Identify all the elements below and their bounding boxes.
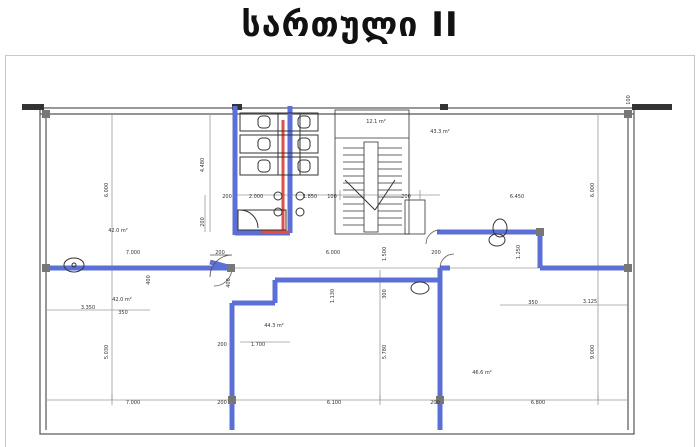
- dim-6000-v-left: 6.000: [104, 183, 110, 197]
- plumbing-riser: [262, 120, 290, 234]
- dim-200-c: 200: [215, 250, 225, 256]
- dim-1130: 1.130: [330, 289, 336, 303]
- dim-200-b: 200: [401, 194, 411, 200]
- dim-5030: 5.030: [104, 345, 110, 359]
- dim-5780: 5.780: [382, 345, 388, 359]
- plan-frame: [5, 55, 695, 447]
- dim-3350: 3.350: [81, 305, 95, 311]
- dim-7000-top: 7.000: [126, 250, 140, 256]
- dim-1500: 1.500: [382, 247, 388, 261]
- area-bottom-left: 42.0 m²: [112, 297, 132, 303]
- dim-1850: 1.850: [303, 194, 317, 200]
- toilet-block: [237, 112, 319, 231]
- dim-1250: 1.250: [516, 245, 522, 259]
- dim-3125: 3.125: [583, 299, 597, 305]
- dim-6000-v-right: 6.000: [590, 183, 596, 197]
- dim-100-right: 100: [626, 95, 632, 105]
- dim-100: 100: [327, 194, 337, 200]
- dim-2000: 2.000: [249, 194, 263, 200]
- dim-350: 350: [118, 310, 128, 316]
- area-bottom-right: 46.6 m²: [472, 370, 492, 376]
- dim-200-a: 200: [222, 194, 232, 200]
- area-center: 44.3 m²: [264, 323, 284, 329]
- dim-300: 300: [382, 289, 388, 299]
- dim-6000-mid: 6.000: [326, 250, 340, 256]
- area-stair: 12.1 m²: [366, 119, 386, 125]
- labels: 42.0 m² 12.1 m² 43.3 m² 42.0 m² 44.3 m² …: [81, 95, 632, 406]
- dim-200-h: 200: [200, 217, 206, 227]
- dim-6100: 6.100: [327, 400, 341, 406]
- dim-200-f: 200: [217, 400, 227, 406]
- dim-9000: 9.000: [590, 345, 596, 359]
- dim-400: 400: [146, 275, 152, 285]
- dimension-ticks: [111, 190, 599, 405]
- dim-350b: 350: [528, 300, 538, 306]
- dim-4480: 4.480: [200, 158, 206, 172]
- wall-caps: [22, 104, 672, 110]
- partition-walls: [46, 106, 628, 430]
- grid-lines: [46, 114, 628, 401]
- dim-200-d: 200: [431, 250, 441, 256]
- page-title: სართული II: [241, 5, 459, 45]
- building-outline: [39, 107, 635, 435]
- sinks: [63, 218, 508, 295]
- area-top-left: 42.0 m²: [108, 228, 128, 234]
- dim-6450: 6.450: [510, 194, 524, 200]
- dim-6800: 6.800: [531, 400, 545, 406]
- dim-200-e: 200: [217, 342, 227, 348]
- dim-200-g: 200: [430, 400, 440, 406]
- stairwell: [334, 109, 426, 235]
- area-top-right: 43.3 m²: [430, 129, 450, 135]
- dim-400b: 400: [226, 278, 232, 288]
- dim-1700: 1.700: [251, 342, 265, 348]
- columns: [42, 110, 632, 404]
- dim-7000-bottom: 7.000: [126, 400, 140, 406]
